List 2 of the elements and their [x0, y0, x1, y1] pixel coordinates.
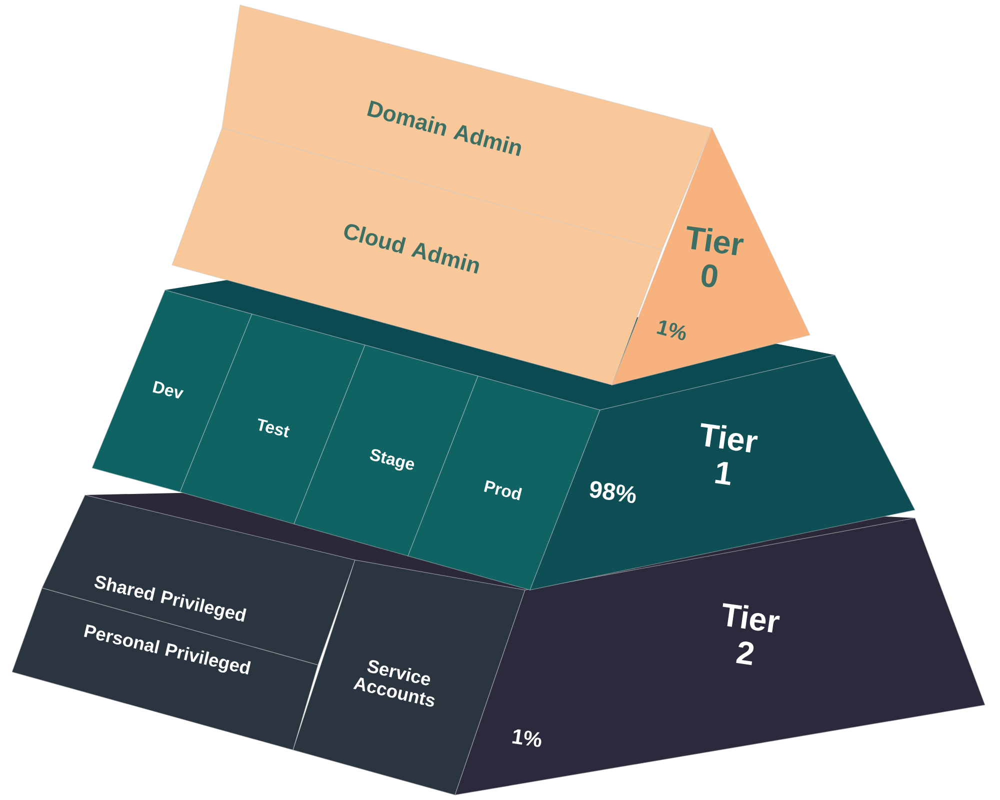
pyramid-panel: Dev — [92, 276, 252, 492]
node-label: Service Accounts — [353, 660, 435, 707]
